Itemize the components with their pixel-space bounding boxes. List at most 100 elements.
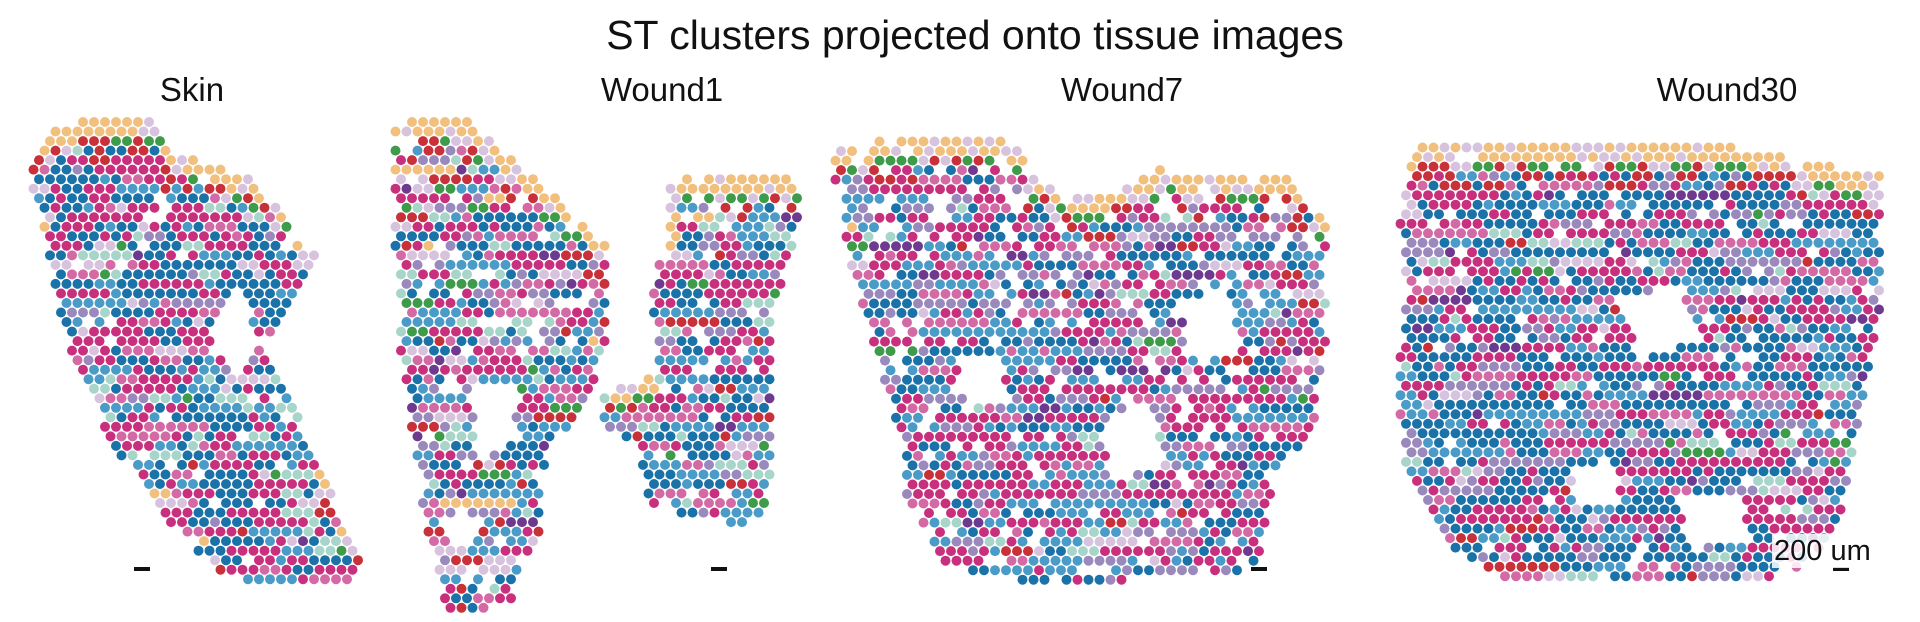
tissue-spot [1149,479,1160,490]
tissue-spot [1626,199,1637,210]
tissue-spot [193,164,204,175]
tissue-spot [1736,161,1747,172]
tissue-spot [1401,209,1411,220]
tissue-spot [56,250,66,261]
tissue-spot [155,174,165,185]
tissue-spot [891,241,901,252]
tissue-spot [1747,237,1758,248]
tissue-spot [1434,266,1444,277]
tissue-spot [303,507,314,518]
tissue-spot [221,440,231,451]
tissue-spot [1199,508,1209,518]
tissue-spot [984,460,995,471]
tissue-spot [429,364,439,375]
tissue-spot [243,498,253,508]
tissue-spot [1593,199,1604,210]
tissue-spot [1692,561,1703,572]
tissue-spot [1149,498,1160,509]
tissue-spot [511,221,522,232]
tissue-spot [649,383,659,394]
tissue-spot [50,278,61,289]
tissue-spot [1709,552,1719,563]
tissue-spot [1177,431,1187,442]
tissue-spot [1111,546,1121,557]
tissue-spot [1182,460,1193,471]
tissue-spot [418,383,428,394]
tissue-spot [1188,469,1198,480]
tissue-spot [1072,308,1083,318]
tissue-spot [1709,456,1719,467]
tissue-spot [1720,552,1730,563]
tissue-spot [445,355,456,366]
tissue-spot [830,174,841,185]
tissue-spot [1769,333,1780,343]
tissue-spot [1243,431,1253,442]
tissue-spot [506,574,516,585]
tissue-spot [1122,508,1132,518]
tissue-spot [1846,199,1857,210]
tissue-spot [325,488,336,499]
tissue-spot [1500,266,1510,277]
tissue-spot [1494,542,1505,553]
tissue-spot [726,193,736,204]
tissue-spot [221,212,231,223]
tissue-spot [445,488,456,499]
tissue-spot [1835,390,1846,401]
tissue-spot [1144,393,1154,404]
tissue-spot [83,259,94,270]
tissue-spot [940,269,951,280]
tissue-spot [1039,288,1050,299]
tissue-spot [50,126,61,137]
tissue-spot [1017,327,1028,337]
tissue-spot [1461,409,1472,420]
tissue-spot [1533,171,1543,182]
tissue-spot [138,393,149,404]
tissue-spot [265,440,275,451]
tissue-spot [390,183,401,194]
tissue-spot [1599,361,1609,372]
tissue-spot [1516,447,1527,458]
tissue-spot [1428,256,1439,267]
tissue-spot [1654,190,1664,201]
tissue-spot [1243,412,1253,423]
tissue-spot [1067,317,1077,328]
tissue-spot [1100,450,1110,461]
tissue-spot [946,279,956,290]
tissue-spot [1259,422,1270,433]
tissue-spot [1637,485,1648,496]
tissue-spot [1199,469,1209,480]
tissue-spot [638,402,648,413]
tissue-spot [1083,231,1094,242]
tissue-spot [1665,171,1675,182]
tissue-spot [1023,450,1033,461]
tissue-spot [89,326,99,337]
tissue-spot [1083,384,1094,395]
tissue-spot [1615,314,1626,324]
tissue-spot [1281,174,1292,185]
tissue-spot [1621,495,1631,505]
tissue-spot [1259,193,1270,204]
tissue-spot [1177,355,1187,366]
tissue-spot [1681,352,1692,363]
tissue-spot [1127,269,1138,280]
tissue-spot [1428,390,1439,401]
tissue-spot [473,193,483,204]
tissue-spot [495,364,505,375]
tissue-spot [1615,161,1626,172]
tissue-spot [561,212,571,223]
tissue-spot [880,374,890,385]
tissue-spot [160,145,171,156]
tissue-spot [160,336,171,347]
tissue-spot [764,317,775,327]
tissue-spot [1835,409,1846,420]
tissue-spot [720,412,731,423]
tissue-spot [990,450,1000,461]
tissue-spot [1736,333,1747,343]
tissue-spot [1824,294,1835,305]
tissue-spot [1593,504,1604,515]
tissue-spot [127,164,138,175]
tissue-spot [907,479,918,490]
tissue-spot [1813,218,1824,229]
tissue-spot [1505,561,1516,572]
tissue-spot [1610,514,1620,524]
